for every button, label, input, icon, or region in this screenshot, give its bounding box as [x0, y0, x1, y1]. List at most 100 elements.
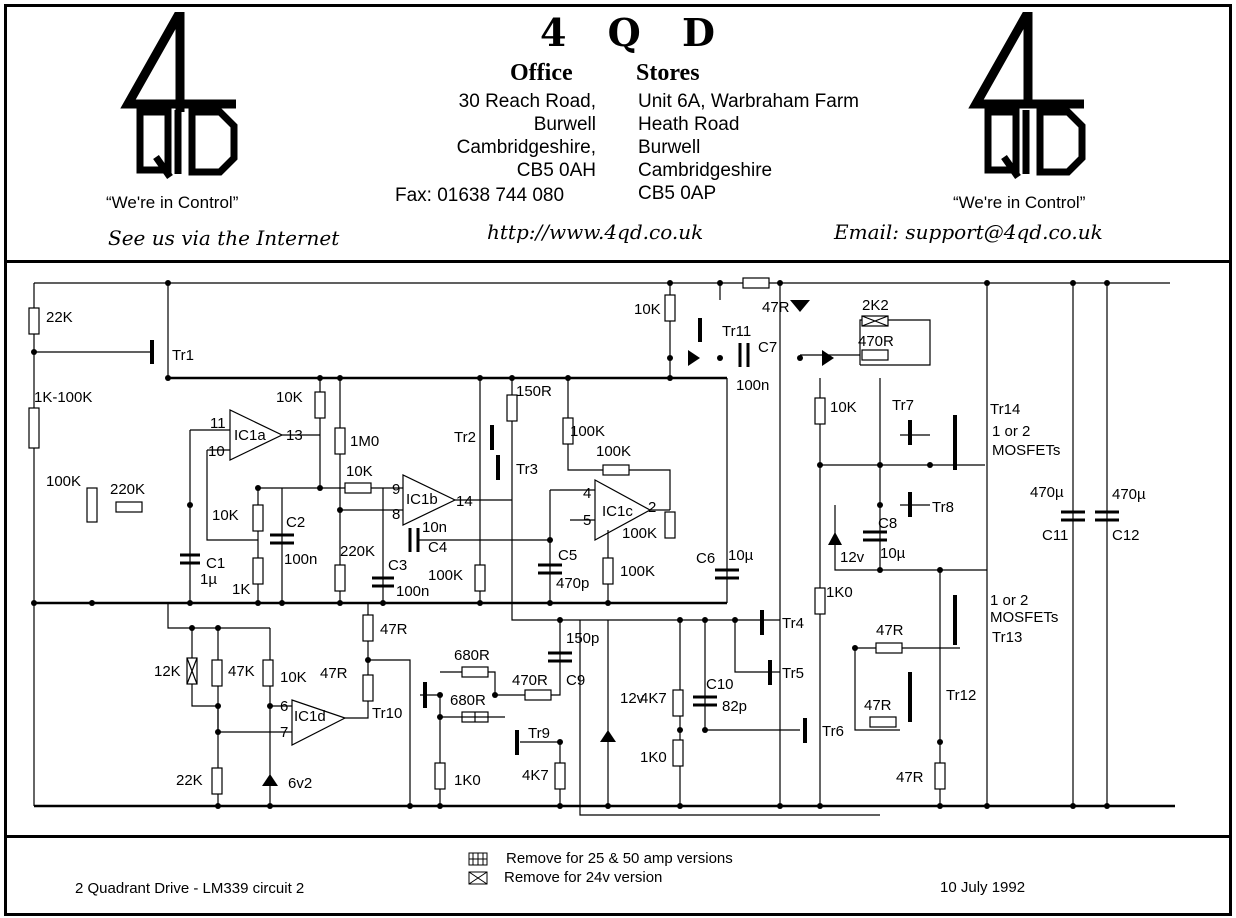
- footer-divider: [4, 835, 1232, 838]
- svg-text:Tr9: Tr9: [528, 725, 550, 742]
- svg-text:2: 2: [648, 499, 656, 516]
- svg-text:C8: C8: [878, 515, 897, 532]
- svg-text:1 or 2: 1 or 2: [990, 592, 1028, 609]
- svg-text:1 or 2: 1 or 2: [992, 423, 1030, 440]
- svg-text:10µ: 10µ: [880, 545, 906, 562]
- svg-text:220K: 220K: [110, 481, 145, 498]
- component-labels: 22K Tr1 1K-100K 100K 220K C1 1µ 10K 1K C…: [34, 297, 1146, 792]
- svg-text:100K: 100K: [570, 423, 605, 440]
- website-link[interactable]: http://www.4qd.co.uk: [487, 220, 704, 244]
- svg-text:22K: 22K: [176, 772, 203, 789]
- svg-text:1K-100K: 1K-100K: [34, 389, 92, 406]
- svg-text:Tr11: Tr11: [722, 323, 751, 340]
- svg-text:12v: 12v: [620, 690, 645, 707]
- svg-text:100K: 100K: [622, 525, 657, 542]
- svg-text:100n: 100n: [284, 551, 317, 568]
- logo-right: [968, 12, 1086, 180]
- svg-text:150p: 150p: [566, 630, 599, 647]
- svg-text:IC1a: IC1a: [234, 427, 266, 444]
- stores-address: Unit 6A, Warbraham Farm Heath Road Burwe…: [638, 91, 860, 204]
- drawing-title: 2 Quadrant Drive - LM339 circuit 2: [75, 880, 305, 897]
- slogan-left: “We're in Control”: [106, 193, 239, 212]
- svg-text:47R: 47R: [876, 622, 904, 639]
- office-address: 30 Reach Road, Burwell Cambridgeshire, C…: [456, 91, 596, 181]
- svg-text:14: 14: [456, 493, 473, 510]
- svg-text:C3: C3: [388, 557, 407, 574]
- svg-text:220K: 220K: [340, 543, 375, 560]
- svg-text:1K: 1K: [232, 581, 250, 598]
- logo-left: [120, 12, 238, 180]
- stores-heading: Stores: [636, 60, 700, 86]
- svg-text:10K: 10K: [212, 507, 239, 524]
- svg-text:C6: C6: [696, 550, 715, 567]
- svg-text:470p: 470p: [556, 575, 589, 592]
- note-remove-25-50: Remove for 25 & 50 amp versions: [506, 850, 733, 867]
- diodes: [262, 300, 842, 786]
- svg-text:10K: 10K: [276, 389, 303, 406]
- svg-text:4K7: 4K7: [640, 690, 667, 707]
- svg-text:1K0: 1K0: [640, 749, 667, 766]
- svg-text:C2: C2: [286, 514, 305, 531]
- svg-text:47R: 47R: [320, 665, 348, 682]
- svg-text:6: 6: [280, 698, 288, 715]
- svg-text:10µ: 10µ: [728, 547, 754, 564]
- svg-text:4K7: 4K7: [522, 767, 549, 784]
- svg-text:10K: 10K: [830, 399, 857, 416]
- svg-text:8: 8: [392, 506, 400, 523]
- svg-text:Tr14: Tr14: [990, 401, 1020, 418]
- svg-text:IC1d: IC1d: [294, 708, 326, 725]
- email-link[interactable]: Email: support@4qd.co.uk: [834, 220, 1103, 244]
- svg-text:9: 9: [392, 481, 400, 498]
- svg-text:13: 13: [286, 427, 303, 444]
- junction-dots: [31, 280, 1110, 809]
- brand-title: 4 Q D: [540, 10, 729, 55]
- svg-text:12K: 12K: [154, 663, 181, 680]
- svg-text:12v: 12v: [840, 549, 865, 566]
- svg-text:10: 10: [208, 443, 225, 460]
- svg-text:C12: C12: [1112, 527, 1140, 544]
- svg-text:100K: 100K: [620, 563, 655, 580]
- fax-number: Fax: 01638 744 080: [395, 185, 565, 206]
- resistors: [28, 277, 946, 795]
- svg-text:C4: C4: [428, 539, 447, 556]
- svg-text:47R: 47R: [762, 299, 790, 316]
- svg-text:150R: 150R: [516, 383, 552, 400]
- svg-text:470R: 470R: [512, 672, 548, 689]
- svg-text:Tr2: Tr2: [454, 429, 476, 446]
- svg-text:680R: 680R: [450, 692, 486, 709]
- svg-text:1µ: 1µ: [200, 571, 217, 588]
- svg-text:470µ: 470µ: [1112, 486, 1146, 503]
- svg-text:10K: 10K: [634, 301, 661, 318]
- svg-text:Tr10: Tr10: [372, 705, 402, 722]
- svg-text:C7: C7: [758, 339, 777, 356]
- svg-text:Tr3: Tr3: [516, 461, 538, 478]
- svg-text:C11: C11: [1042, 527, 1068, 544]
- cross-resistor-icon: [468, 871, 488, 885]
- svg-text:Tr7: Tr7: [892, 397, 914, 414]
- svg-text:6v2: 6v2: [288, 775, 312, 792]
- office-heading: Office: [510, 60, 573, 86]
- svg-text:47K: 47K: [228, 663, 255, 680]
- circuit-schematic: 22K Tr1 1K-100K 100K 220K C1 1µ 10K 1K C…: [28, 277, 1175, 816]
- svg-text:MOSFETs: MOSFETs: [992, 442, 1060, 459]
- svg-text:Tr8: Tr8: [932, 499, 954, 516]
- page-frame: [4, 4, 1232, 916]
- slogan-right: “We're in Control”: [953, 193, 1086, 212]
- svg-text:MOSFETs: MOSFETs: [990, 609, 1058, 626]
- svg-text:5: 5: [583, 512, 591, 529]
- svg-text:2K2: 2K2: [862, 297, 889, 314]
- svg-text:1M0: 1M0: [350, 433, 379, 450]
- svg-text:Tr12: Tr12: [946, 687, 976, 704]
- svg-text:C1: C1: [206, 555, 225, 572]
- grid-resistor-icon: [468, 852, 488, 866]
- internet-text: See us via the Internet: [108, 226, 340, 250]
- svg-text:100K: 100K: [46, 473, 81, 490]
- svg-text:1K0: 1K0: [826, 584, 853, 601]
- svg-text:7: 7: [280, 724, 288, 741]
- svg-text:680R: 680R: [454, 647, 490, 664]
- svg-text:82p: 82p: [722, 698, 747, 715]
- svg-text:10K: 10K: [346, 463, 373, 480]
- svg-text:100n: 100n: [736, 377, 769, 394]
- svg-text:Tr5: Tr5: [782, 665, 804, 682]
- svg-text:100n: 100n: [396, 583, 429, 600]
